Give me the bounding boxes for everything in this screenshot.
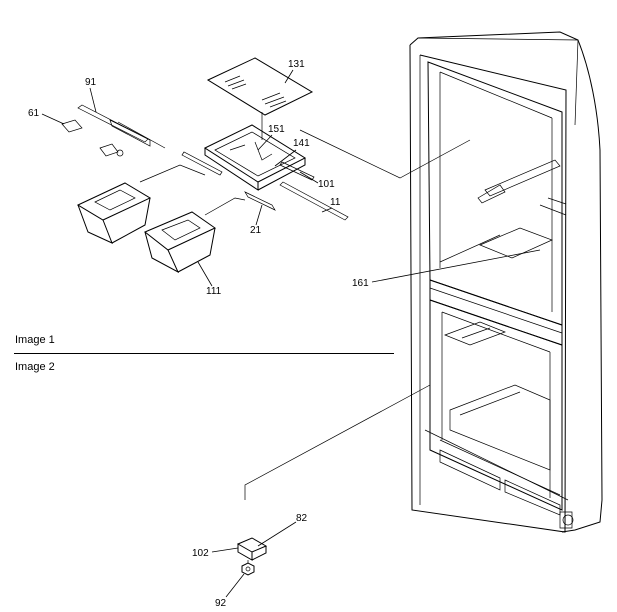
leader-151 [257, 134, 273, 151]
part-92-nut [241, 560, 255, 576]
callout-111: 111 [206, 286, 222, 297]
part-21-bracket [244, 191, 276, 211]
callout-131: 131 [288, 59, 305, 70]
leader-131 [284, 69, 294, 84]
part-crisper-drawer-left [76, 182, 152, 244]
callout-102: 102 [192, 548, 209, 559]
leader-21 [255, 204, 263, 226]
leader-141 [274, 149, 297, 167]
section-divider [14, 353, 394, 354]
part-91-slide-rail [77, 104, 166, 149]
part-141-crisper-cover [203, 124, 307, 191]
callout-61: 61 [28, 108, 40, 119]
callout-101: 101 [318, 179, 335, 190]
callout-141: 141 [293, 138, 310, 149]
leader-61 [41, 113, 65, 125]
leader-82 [257, 521, 297, 547]
callout-21: 21 [250, 225, 262, 236]
part-11-rail [181, 151, 349, 221]
leader-111 [197, 261, 213, 287]
leader-102 [211, 547, 239, 553]
callout-151: 151 [268, 124, 285, 135]
callout-82: 82 [296, 513, 308, 524]
part-61-slide-clip [61, 119, 124, 157]
part-111-crisper-drawer-right [144, 211, 216, 274]
part-131-glass-shelf [206, 57, 314, 116]
callout-11: 11 [330, 197, 341, 208]
leader-161 [371, 249, 541, 283]
leader-11 [321, 207, 333, 213]
refrigerator-cabinet [409, 31, 603, 533]
leader-101 [299, 171, 319, 184]
callout-161: 161 [352, 278, 369, 289]
part-101-rail [279, 161, 315, 181]
leader-92 [225, 573, 245, 598]
leader-91 [89, 87, 97, 113]
assembly-guides [139, 129, 471, 500]
image1-label: Image 1 [15, 334, 55, 346]
image2-label: Image 2 [15, 361, 55, 373]
callout-92: 92 [215, 598, 227, 609]
callout-91: 91 [85, 77, 97, 88]
part-82-hinge-block [236, 537, 268, 561]
